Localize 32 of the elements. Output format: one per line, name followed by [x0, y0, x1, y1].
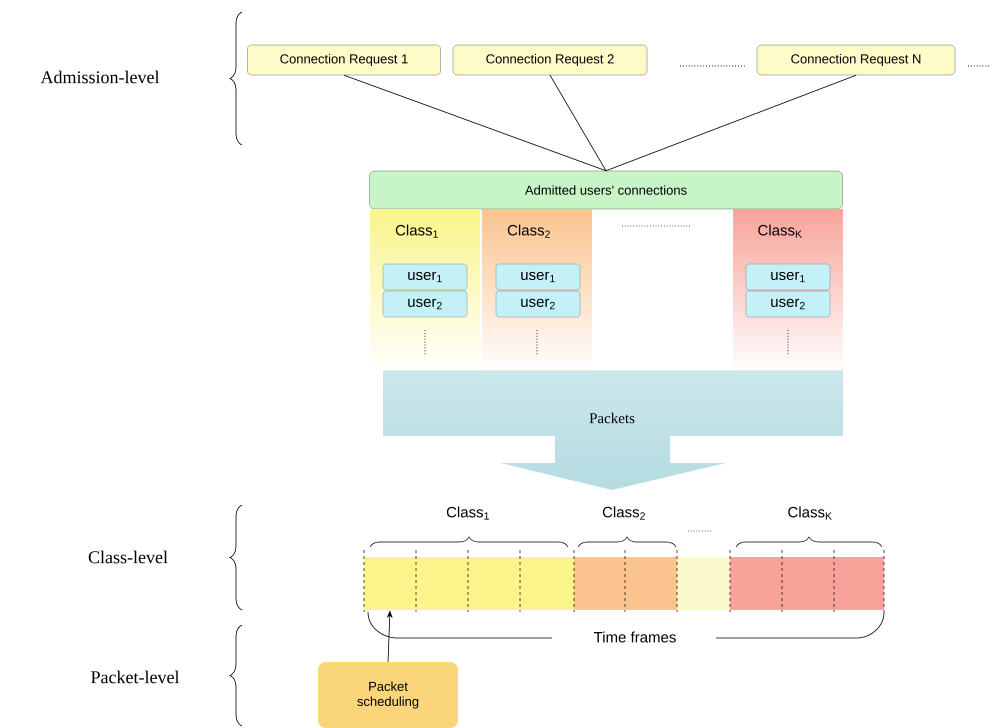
time-slot — [364, 557, 416, 610]
level-label: Packet-level — [91, 670, 180, 684]
class-label: Class$_{1}$ — [446, 506, 489, 520]
time-slot — [520, 557, 574, 610]
level-label: Class-level — [88, 550, 168, 564]
connector-line — [344, 74, 606, 172]
request-box: Connection Request 1 — [247, 44, 441, 76]
user-box: user$_{2}$ — [496, 290, 580, 318]
time-slot — [574, 557, 625, 610]
class-label: Class$_{K}$ — [788, 506, 832, 520]
scheduling-box: Packet scheduling — [318, 662, 458, 728]
time-slot — [416, 557, 468, 610]
request-box: Connection Request N — [756, 44, 956, 76]
time-slot — [730, 557, 782, 610]
user-box: user$_{2}$ — [382, 290, 468, 318]
time-slot — [834, 557, 884, 610]
time-slot — [782, 557, 834, 610]
packets-arrow: Packets — [590, 412, 634, 424]
time-slot — [625, 557, 677, 610]
level-label: Admission-level — [40, 70, 160, 84]
time-slot — [677, 557, 730, 610]
user-box: user$_{1}$ — [746, 264, 830, 290]
class-label: Class$_{2}$ — [602, 506, 645, 520]
user-box: user$_{2}$ — [746, 290, 830, 318]
user-box: user$_{1}$ — [496, 264, 580, 290]
user-box: user$_{1}$ — [382, 264, 468, 290]
request-box: Connection Request 2 — [452, 44, 648, 76]
connector-line — [606, 74, 856, 172]
connections-bar: Admitted users' connections — [369, 170, 843, 210]
brace-label: Time frames — [590, 628, 680, 646]
connector-line — [550, 74, 606, 172]
time-slot — [468, 557, 520, 610]
